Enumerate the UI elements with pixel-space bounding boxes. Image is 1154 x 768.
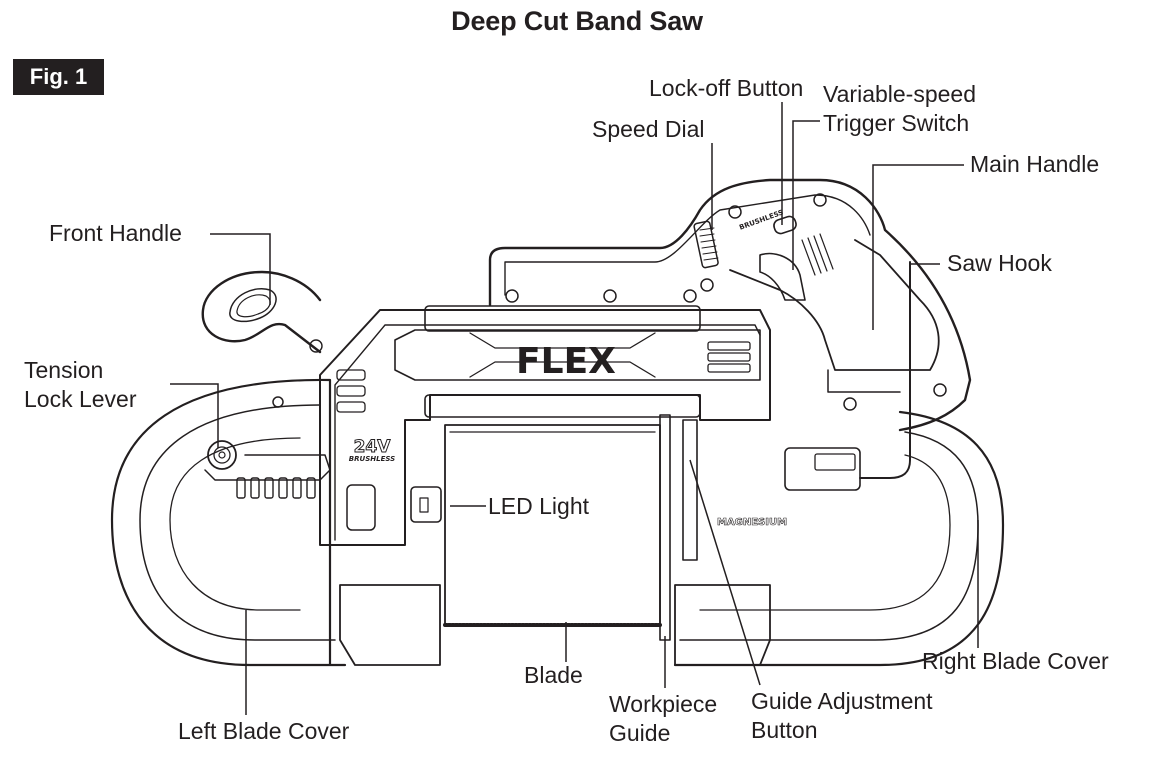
label-workpiece-guide-1: Workpiece [609, 691, 718, 717]
saw-hook-shape [859, 261, 911, 479]
speed-dial-shape [693, 220, 719, 269]
right-blade-cover [673, 410, 1005, 667]
label-left-blade-cover: Left Blade Cover [178, 718, 350, 744]
leader-front-handle [210, 233, 271, 305]
blade-throat [444, 424, 661, 626]
figure-label: Fig. 1 [13, 59, 104, 95]
main-handle [729, 239, 940, 371]
tension-lock-lever-shape [207, 440, 237, 470]
label-lock-off-button: Lock-off Button [649, 75, 804, 101]
label-tension-lock-lever-1: Tension [24, 357, 104, 383]
label-speed-dial: Speed Dial [592, 116, 705, 142]
label-workpiece-guide-2: Guide [609, 720, 671, 746]
leader-guide-adjust [689, 459, 761, 686]
front-handle [201, 270, 322, 354]
leader-trigger [792, 120, 820, 270]
label-tension-lock-lever-2: Lock Lever [24, 386, 137, 412]
label-blade: Blade [524, 662, 583, 688]
page-title: Deep Cut Band Saw [451, 6, 703, 36]
led-light-shape [410, 486, 442, 523]
label-variable-speed-1: Variable-speed [823, 81, 977, 107]
label-variable-speed-2: Trigger Switch [823, 110, 970, 136]
flex-brand-logo: FLEX [516, 341, 616, 382]
lock-off-button-shape [773, 215, 797, 235]
leader-lines [170, 102, 979, 715]
label-front-handle: Front Handle [49, 220, 182, 246]
motor-badge: BRUSHLESS [349, 455, 395, 463]
label-main-handle: Main Handle [970, 151, 1100, 177]
label-saw-hook: Saw Hook [947, 250, 1052, 276]
label-led-light: LED Light [488, 493, 590, 519]
label-guide-adjustment-1: Guide Adjustment [751, 688, 933, 714]
voltage-badge: 24V [354, 437, 392, 457]
material-badge: MAGNESIUM [717, 517, 787, 528]
leader-main-handle [872, 164, 964, 330]
workpiece-guide [659, 414, 671, 641]
leader-tension-lock [170, 383, 219, 448]
label-right-blade-cover: Right Blade Cover [922, 648, 1109, 674]
left-blade-cover [110, 378, 347, 667]
trigger-shape [759, 252, 806, 301]
label-guide-adjustment-2: Button [751, 717, 818, 743]
